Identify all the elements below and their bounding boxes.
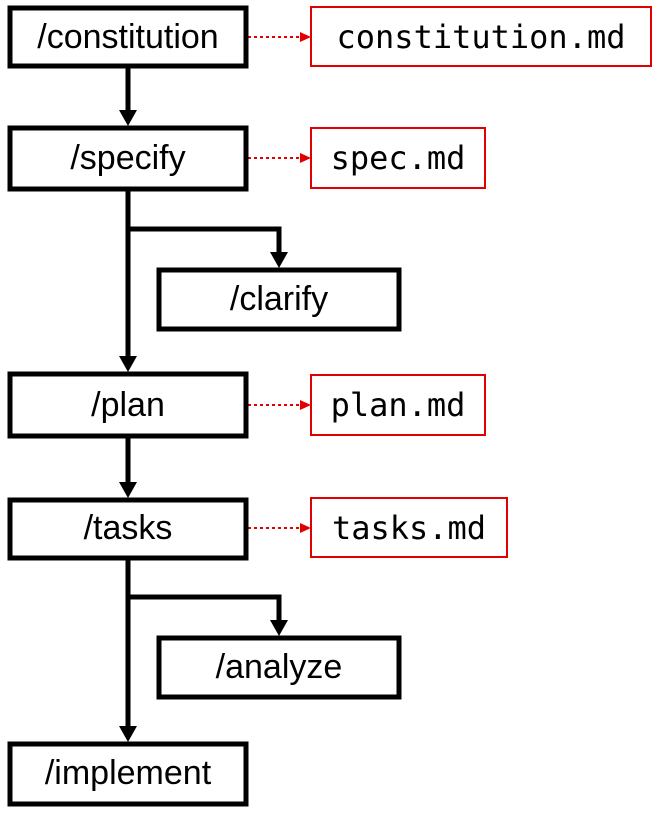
artifact-box-plan [310, 374, 486, 436]
arrowhead-analyze [270, 620, 288, 636]
command-node-constitution: /constitution [7, 5, 249, 69]
command-node-plan: /plan [7, 371, 249, 439]
command-node-clarify: /clarify [156, 267, 402, 332]
connector-tasks-to-analyze [128, 594, 282, 622]
artifact-label-tasks: tasks.md [332, 509, 486, 547]
command-label-specify: /specify [70, 139, 185, 177]
command-box-specify [7, 125, 249, 192]
output-arrows [248, 32, 311, 533]
command-label-clarify: /clarify [230, 280, 328, 318]
artifact-box-spec [310, 127, 486, 189]
arrowhead-clarify [270, 252, 288, 268]
artifact-node-tasks: tasks.md [310, 497, 508, 558]
command-node-specify: /specify [7, 125, 249, 192]
connector-specify-to-clarify [128, 226, 282, 254]
artifact-label-spec: spec.md [331, 139, 466, 177]
output-arrowhead-tasks [300, 523, 311, 533]
artifact-node-constitution: constitution.md [310, 6, 652, 67]
command-box-constitution [7, 5, 249, 69]
flow-connectors [119, 66, 288, 742]
command-box-plan [7, 371, 249, 439]
output-arrowhead-constitution [300, 32, 311, 42]
command-box-tasks [7, 497, 249, 561]
output-arrowhead-plan [300, 400, 311, 410]
command-label-plan: /plan [91, 386, 165, 424]
command-node-analyze: /analyze [156, 635, 402, 700]
command-label-tasks: /tasks [84, 509, 173, 547]
artifact-box-constitution [310, 6, 652, 67]
arrowhead-specify [119, 110, 137, 126]
arrowhead-tasks [119, 482, 137, 498]
artifact-node-spec: spec.md [310, 127, 486, 189]
artifact-box-tasks [310, 497, 508, 558]
command-node-implement: /implement [7, 741, 249, 807]
command-box-implement [7, 741, 249, 807]
command-node-tasks: /tasks [7, 497, 249, 561]
command-label-constitution: /constitution [37, 18, 218, 56]
artifact-node-plan: plan.md [310, 374, 486, 436]
command-box-analyze [156, 635, 402, 700]
arrowhead-implement [119, 726, 137, 742]
artifact-label-plan: plan.md [331, 386, 466, 424]
artifact-label-constitution: constitution.md [337, 18, 626, 56]
output-arrowhead-spec [300, 153, 311, 163]
arrowhead-plan [119, 356, 137, 372]
command-label-implement: /implement [45, 754, 212, 792]
command-box-clarify [156, 267, 402, 332]
command-label-analyze: /analyze [216, 648, 343, 686]
